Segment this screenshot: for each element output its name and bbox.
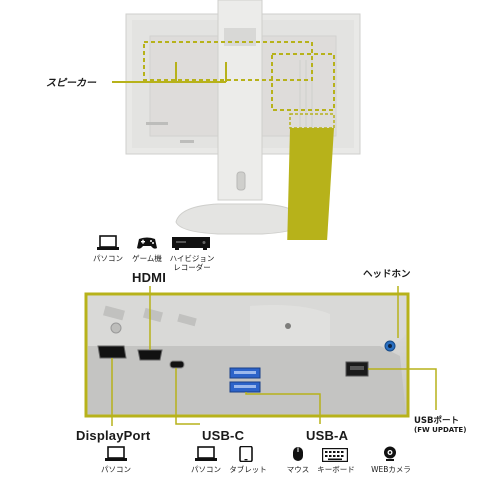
usb-a-device-label: キーボード [317, 465, 355, 474]
port-panel-closeup [0, 286, 480, 426]
usb-c-label: USB-C [202, 428, 245, 443]
gamepad-icon [136, 235, 158, 251]
usb-port-label-line2: (FW UPDATE) [414, 426, 467, 434]
usb-c-device-label: パソコン [191, 465, 221, 474]
usb-port-label: USBポート (FW UPDATE) [414, 414, 476, 434]
displayport-devices: パソコン [98, 446, 148, 480]
laptop-icon [104, 446, 128, 462]
usb-c-device-label: タブレット [229, 465, 267, 474]
mouse-icon [292, 446, 304, 462]
hdmi-device-label: パソコン [93, 254, 123, 263]
laptop-icon [194, 446, 218, 462]
hdmi-label: HDMI [132, 270, 167, 285]
usb-a-devices: マウス キーボード WEBカメラ [282, 446, 422, 480]
usb-a-label: USB-A [306, 428, 349, 443]
usb-a-device-label: マウス [286, 465, 310, 474]
hdd-recorder-icon [172, 237, 210, 251]
headphone-label: ヘッドホン [363, 269, 411, 280]
monitor-rear-view [112, 0, 361, 240]
displayport-device-label: パソコン [101, 465, 131, 474]
usb-port-label-line1: USBポート [414, 416, 460, 426]
tablet-icon [238, 446, 254, 462]
speaker-label: スピーカー [46, 78, 96, 89]
usb-a-device-label: WEBカメラ [371, 465, 411, 474]
laptop-icon [96, 235, 120, 251]
usb-c-devices: パソコン タブレット [186, 446, 276, 480]
webcam-icon [382, 446, 398, 462]
hdmi-devices: パソコン ゲーム機 ハイビジョン レコーダー [92, 233, 222, 273]
keyboard-icon [322, 448, 348, 462]
hdmi-device-label: ハイビジョン レコーダー [169, 254, 215, 272]
displayport-label: DisplayPort [76, 428, 151, 443]
hdmi-device-label: ゲーム機 [132, 254, 162, 263]
